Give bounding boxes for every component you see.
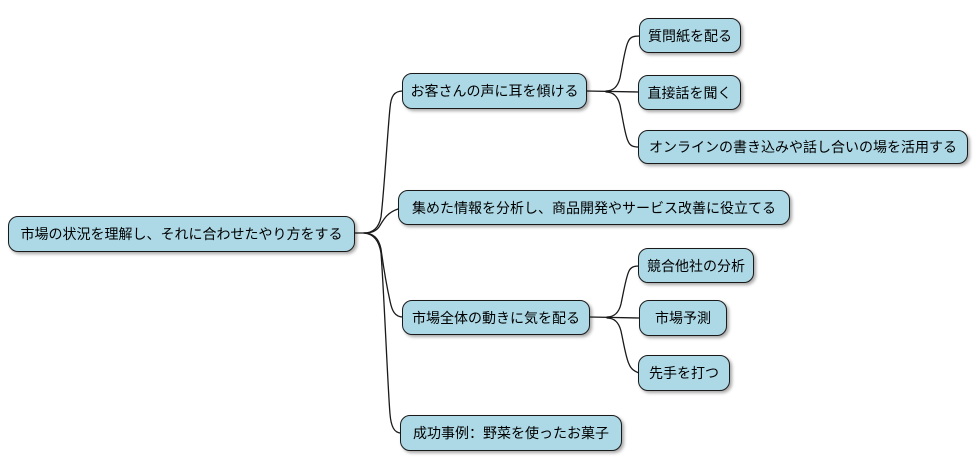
mindmap-node-market-forecast[interactable]: 市場予測 bbox=[639, 300, 727, 336]
mindmap-node-direct-talk[interactable]: 直接話を聞く bbox=[638, 75, 741, 110]
connector bbox=[606, 265, 640, 318]
mindmap-node-root[interactable]: 市場の状況を理解し、それに合わせたやり方をする bbox=[8, 216, 355, 252]
connector bbox=[363, 232, 404, 318]
connector bbox=[586, 90, 639, 93]
connector bbox=[605, 91, 640, 148]
connector bbox=[605, 35, 641, 92]
mindmap-node-listen-to-customers[interactable]: お客さんの声に耳を傾ける bbox=[402, 73, 587, 109]
mindmap-node-act-first[interactable]: 先手を打つ bbox=[638, 355, 730, 391]
connector bbox=[363, 232, 402, 434]
connector bbox=[363, 208, 399, 234]
mindmap-node-watch-market[interactable]: 市場全体の動きに気を配る bbox=[402, 300, 590, 335]
connector bbox=[606, 317, 640, 374]
mindmap-node-questionnaire[interactable]: 質問紙を配る bbox=[639, 18, 741, 53]
mindmap-node-success-case[interactable]: 成功事例：野菜を使ったお菓子 bbox=[400, 415, 622, 451]
mindmap-node-online-feedback[interactable]: オンラインの書き込みや話し合いの場を活用する bbox=[638, 130, 968, 164]
mindmap-node-analyze-information[interactable]: 集めた情報を分析し、商品開発やサービス改善に役立てる bbox=[398, 190, 790, 225]
connector bbox=[363, 90, 404, 234]
mindmap-node-competitor-analysis[interactable]: 競合他社の分析 bbox=[638, 248, 754, 283]
connector bbox=[589, 316, 640, 319]
